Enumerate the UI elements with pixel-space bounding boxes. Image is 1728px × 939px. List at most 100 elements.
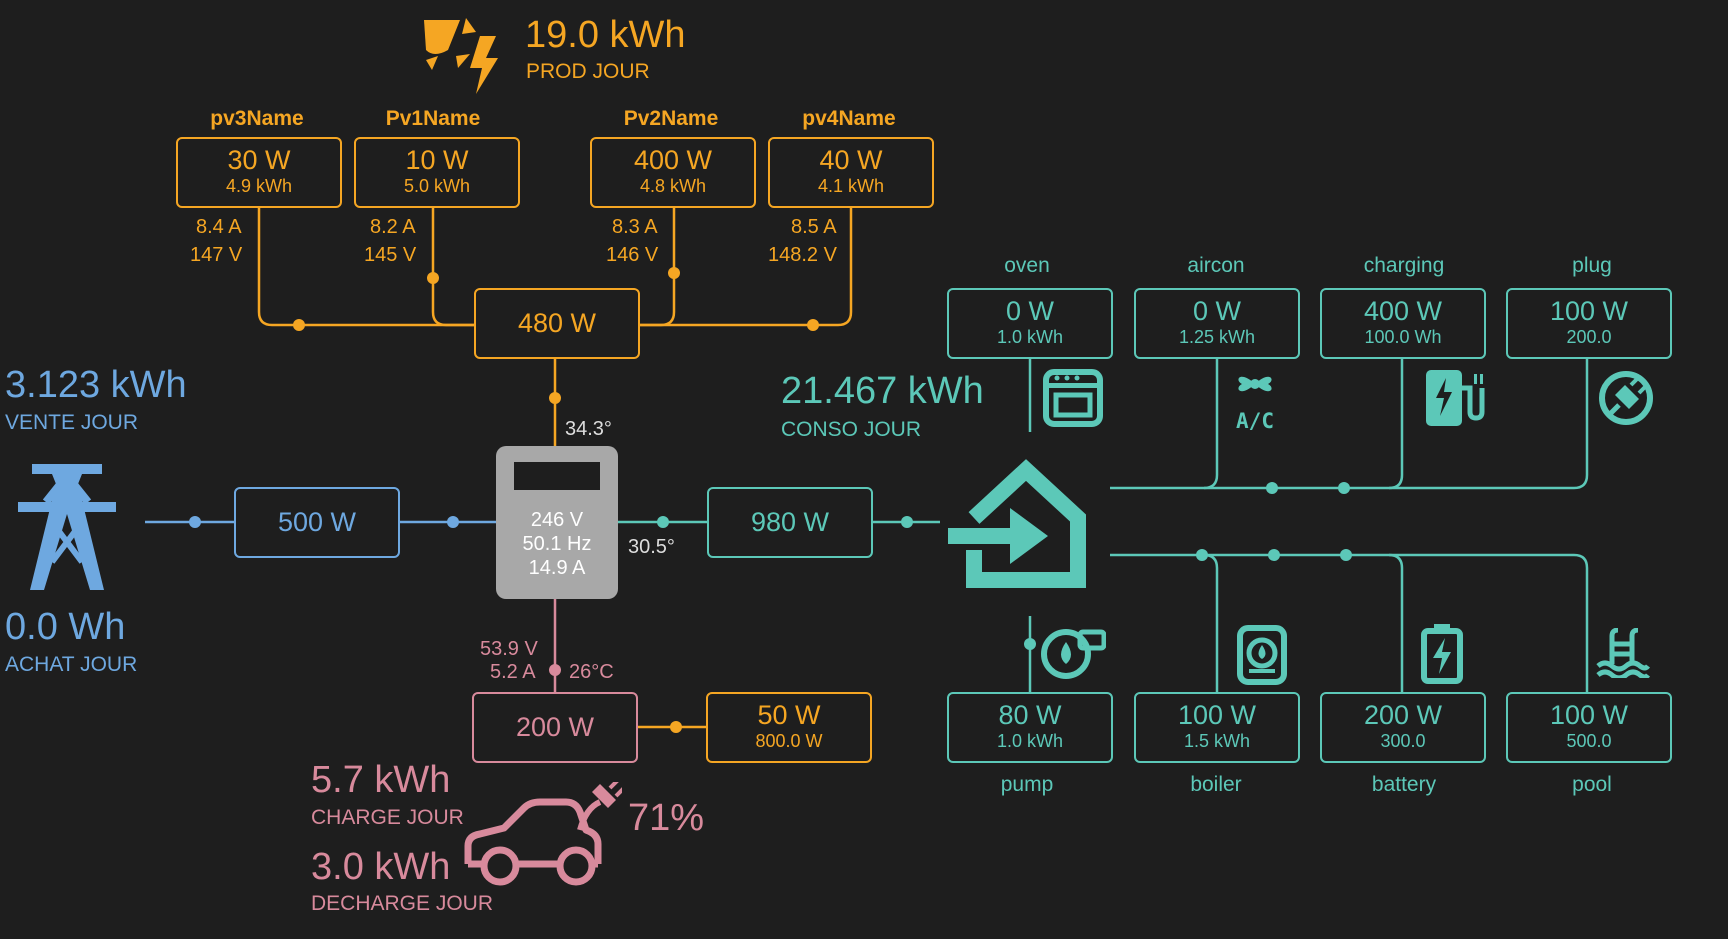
load-pool-box[interactable]: 100 W 500.0	[1506, 692, 1672, 763]
pv3-voltage: 147 V	[190, 244, 243, 266]
plug-icon	[1597, 369, 1655, 432]
inverter-temp-top: 34.3°	[565, 418, 612, 440]
battery-power: 200 W	[515, 712, 595, 742]
load-battery-energy: 300.0	[1380, 731, 1426, 751]
pv2-power: 400 W	[633, 145, 713, 175]
load-boiler-power: 100 W	[1177, 700, 1257, 730]
pv1-voltage: 145 V	[364, 244, 417, 266]
inverter-screen	[514, 462, 600, 490]
load-power-box[interactable]: 980 W	[707, 487, 873, 558]
battery-current: 5.2 A	[490, 661, 536, 683]
pv2-energy: 4.8 kWh	[639, 176, 707, 196]
battery-soc: 71%	[628, 797, 705, 839]
production-label: PROD JOUR	[526, 60, 650, 83]
load-charging-power: 400 W	[1363, 296, 1443, 326]
oven-icon	[1043, 369, 1103, 432]
pv4-box[interactable]: 40 W 4.1 kWh	[768, 137, 934, 208]
pv4-voltage: 148.2 V	[768, 244, 837, 266]
pv4-name: pv4Name	[802, 107, 896, 130]
load-plug-box[interactable]: 100 W 200.0	[1506, 288, 1672, 359]
pv1-current: 8.2 A	[370, 216, 416, 238]
load-oven-power: 0 W	[1005, 296, 1054, 326]
load-pump-name: pump	[1000, 773, 1054, 796]
pump-icon	[1040, 626, 1107, 685]
pv3-box[interactable]: 30 W 4.9 kWh	[176, 137, 342, 208]
ev-power: 50 W	[757, 700, 821, 730]
grid-power: 500 W	[277, 507, 357, 537]
load-plug-name: plug	[1572, 254, 1612, 277]
svg-text:A/C: A/C	[1236, 409, 1274, 430]
load-aircon-box[interactable]: 0 W 1.25 kWh	[1134, 288, 1300, 359]
load-boiler-energy: 1.5 kWh	[1183, 731, 1251, 751]
pv3-current: 8.4 A	[196, 216, 242, 238]
grid-sell-total: 3.123 kWh	[5, 364, 187, 406]
inverter-current: 14.9 A	[528, 557, 586, 579]
battery-voltage: 53.9 V	[480, 638, 538, 660]
load-charging-box[interactable]: 400 W 100.0 Wh	[1320, 288, 1486, 359]
load-aircon-power: 0 W	[1192, 296, 1241, 326]
inverter-voltage: 246 V	[530, 509, 584, 531]
boiler-icon	[1237, 625, 1287, 690]
pv4-energy: 4.1 kWh	[817, 176, 885, 196]
load-oven-energy: 1.0 kWh	[996, 327, 1064, 347]
load-aircon-energy: 1.25 kWh	[1178, 327, 1256, 347]
inverter-temp-right: 30.5°	[628, 536, 675, 558]
pv1-energy: 5.0 kWh	[403, 176, 471, 196]
pv4-current: 8.5 A	[791, 216, 837, 238]
pv-total-power: 480 W	[517, 308, 597, 338]
power-pylon-icon[interactable]	[16, 462, 118, 597]
load-charging-energy: 100.0 Wh	[1364, 327, 1442, 347]
battery-charge-total: 5.7 kWh	[311, 759, 451, 801]
grid-power-box[interactable]: 500 W	[234, 487, 400, 558]
pv1-power: 10 W	[405, 145, 469, 175]
inverter-frequency: 50.1 Hz	[522, 533, 592, 555]
load-pump-power: 80 W	[998, 700, 1062, 730]
pv3-name: pv3Name	[210, 107, 304, 130]
grid-sell-label: VENTE JOUR	[5, 411, 139, 434]
load-power: 980 W	[750, 507, 830, 537]
load-label: CONSO JOUR	[781, 418, 922, 441]
battery-icon	[1420, 622, 1464, 689]
pv4-power: 40 W	[819, 145, 883, 175]
inverter[interactable]: 246 V 50.1 Hz 14.9 A	[496, 446, 618, 599]
ev-box[interactable]: 50 W 800.0 W	[706, 692, 872, 763]
load-pump-energy: 1.0 kWh	[996, 731, 1064, 751]
load-battery-name: battery	[1371, 773, 1437, 796]
battery-temp: 26°C	[569, 661, 614, 683]
load-pool-power: 100 W	[1549, 700, 1629, 730]
grid-buy-label: ACHAT JOUR	[5, 653, 138, 676]
pv1-box[interactable]: 10 W 5.0 kWh	[354, 137, 520, 208]
load-oven-name: oven	[1004, 254, 1050, 277]
load-pool-name: pool	[1572, 773, 1612, 796]
battery-charge-label: CHARGE JOUR	[311, 806, 464, 829]
load-lines	[618, 359, 1589, 692]
pv3-power: 30 W	[227, 145, 291, 175]
ev-energy: 800.0 W	[755, 731, 823, 751]
production-total: 19.0 kWh	[525, 14, 686, 56]
load-pool-energy: 500.0	[1566, 731, 1612, 751]
aircon-icon: A/C	[1230, 366, 1280, 435]
load-boiler-box[interactable]: 100 W 1.5 kWh	[1134, 692, 1300, 763]
pv2-voltage: 146 V	[606, 244, 659, 266]
pv2-box[interactable]: 400 W 4.8 kWh	[590, 137, 756, 208]
load-plug-energy: 200.0	[1566, 327, 1612, 347]
grid-buy-total: 0.0 Wh	[5, 606, 126, 648]
pv2-name: Pv2Name	[623, 107, 719, 130]
electric-car-icon[interactable]	[460, 778, 626, 895]
battery-discharge-total: 3.0 kWh	[311, 846, 451, 888]
load-battery-box[interactable]: 200 W 300.0	[1320, 692, 1486, 763]
load-oven-box[interactable]: 0 W 1.0 kWh	[947, 288, 1113, 359]
ev-charger-icon	[1424, 366, 1486, 433]
load-battery-power: 200 W	[1363, 700, 1443, 730]
sun-lightning-icon	[420, 14, 508, 101]
pv-total-box[interactable]: 480 W	[474, 288, 640, 359]
house-icon[interactable]	[948, 456, 1104, 595]
pv2-current: 8.3 A	[612, 216, 658, 238]
load-aircon-name: aircon	[1187, 254, 1245, 277]
battery-power-box[interactable]: 200 W	[472, 692, 638, 763]
load-pump-box[interactable]: 80 W 1.0 kWh	[947, 692, 1113, 763]
pv1-name: Pv1Name	[385, 107, 481, 130]
load-charging-name: charging	[1363, 254, 1445, 277]
load-boiler-name: boiler	[1190, 773, 1242, 796]
